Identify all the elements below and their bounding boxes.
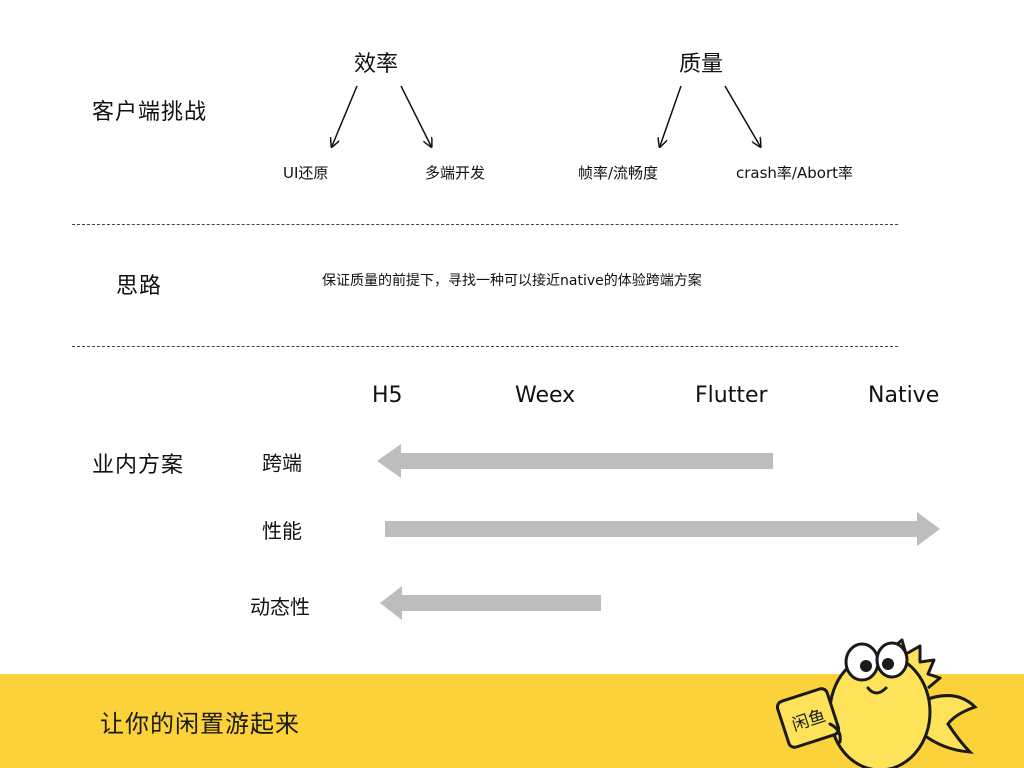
approach-heading: 思路 — [116, 274, 163, 299]
row-label-cross-platform: 跨端 — [262, 451, 302, 475]
scale-label-h5: H5 — [372, 383, 403, 408]
arrow-performance — [385, 512, 940, 546]
industry-heading: 业内方案 — [92, 453, 185, 478]
approach-text: 保证质量的前提下，寻找一种可以接近native的体验跨端方案 — [322, 273, 702, 289]
challenges-heading: 客户端挑战 — [92, 100, 208, 125]
row-label-dynamic: 动态性 — [250, 595, 310, 619]
scale-label-flutter: Flutter — [695, 383, 768, 408]
arrow-quality-crash — [724, 85, 760, 146]
ui-restore-label: UI还原 — [283, 164, 329, 182]
arrow-quality-framerate — [660, 85, 682, 146]
xianyu-mascot-logo: 闲鱼 — [775, 638, 978, 768]
divider-bottom — [72, 346, 898, 347]
crash-rate-label: crash率/Abort率 — [736, 164, 853, 182]
row-label-performance: 性能 — [262, 519, 302, 543]
efficiency-label: 效率 — [354, 52, 399, 77]
divider-top — [72, 224, 898, 225]
footer-slogan: 让你的闲置游起来 — [100, 710, 300, 738]
arrow-efficiency-ui — [332, 85, 358, 146]
arrow-dynamic — [380, 586, 601, 620]
arrow-cross-platform — [377, 444, 773, 478]
arrow-efficiency-multi — [400, 85, 431, 146]
framerate-label: 帧率/流畅度 — [578, 164, 659, 182]
scale-label-weex: Weex — [515, 383, 576, 408]
scale-label-native: Native — [868, 383, 940, 408]
multi-platform-label: 多端开发 — [425, 164, 486, 182]
quality-label: 质量 — [679, 52, 724, 77]
